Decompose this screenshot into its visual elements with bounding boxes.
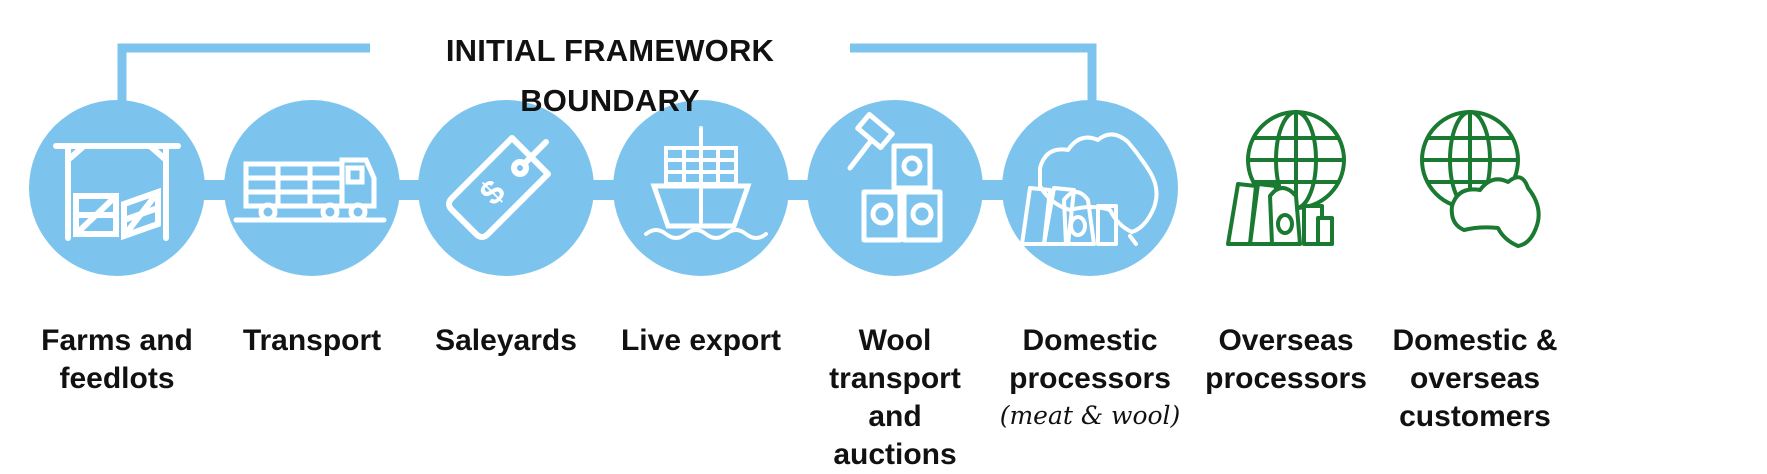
globe-meat-icon [1226, 110, 1346, 246]
stage-sublabel: (meat & wool) [999, 401, 1181, 430]
stage-circle-saleyards [418, 100, 594, 276]
stage-label-farms: Farms and feedlots [17, 322, 217, 398]
stage-circle-farms [29, 100, 205, 276]
stage-label-text: Transport [242, 324, 382, 357]
truck-icon [233, 157, 387, 223]
stage-label-text: Domestic processors [1009, 324, 1171, 395]
stage-label-saleyards: Saleyards [406, 322, 606, 360]
stage-label-wool: Wool transport and auctions [805, 322, 985, 474]
stage-label-domestic-processors: Domestic processors (meat & wool) [990, 322, 1190, 434]
ship-icon [644, 126, 768, 240]
stage-label-text: Overseas processors [1205, 324, 1367, 395]
boundary-title: INITIAL FRAMEWORK BOUNDARY [370, 26, 850, 118]
stage-label-text: Farms and feedlots [41, 324, 193, 395]
stage-label-customers: Domestic & overseas customers [1390, 322, 1560, 436]
stage-label-text: Domestic & overseas customers [1392, 324, 1558, 433]
supply-chain-diagram: $ [29, 43, 1541, 276]
stage-label-text: Wool transport and auctions [829, 324, 961, 471]
farm-gate-icon [53, 143, 181, 241]
australia-meat-wool-icon [1020, 132, 1159, 246]
auction-gavel-wool-bales-icon [847, 111, 943, 243]
stage-label-text: Live export [620, 324, 782, 357]
stage-label-live-export: Live export [601, 322, 801, 360]
stage-label-text: Saleyards [435, 324, 577, 357]
globe-australia-icon [1420, 110, 1541, 248]
stage-label-overseas-processors: Overseas processors [1196, 322, 1376, 398]
stage-label-transport: Transport [212, 322, 412, 360]
